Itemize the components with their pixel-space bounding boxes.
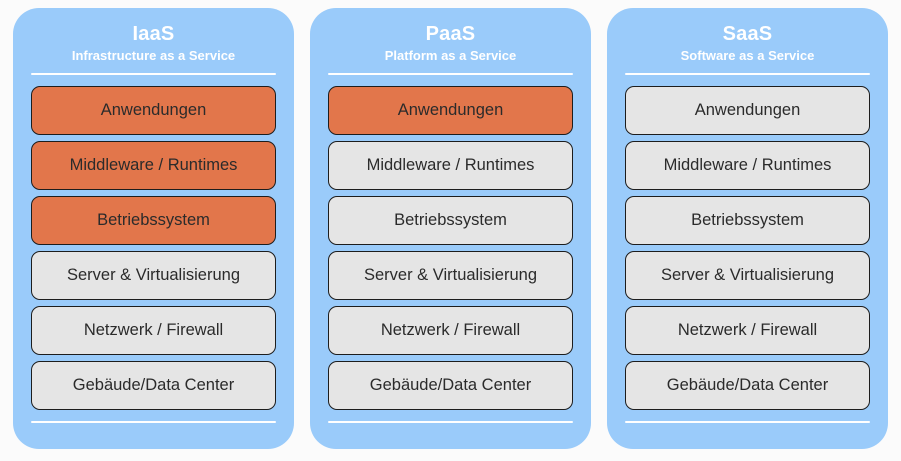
card-title-paas: PaaS [425,23,476,45]
layer-row[interactable]: Anwendungen [31,86,276,135]
layer-row[interactable]: Anwendungen [328,86,573,135]
footer-divider-iaas [31,421,276,423]
layer-stack-saas: Anwendungen Middleware / Runtimes Betrie… [625,86,870,410]
card-subtitle-saas: Software as a Service [680,48,815,63]
service-model-card-saas: SaaS Software as a Service Anwendungen M… [607,8,888,449]
layer-row[interactable]: Gebäude/Data Center [328,361,573,410]
layer-row[interactable]: Gebäude/Data Center [625,361,870,410]
card-subtitle-paas: Platform as a Service [384,48,517,63]
layer-row[interactable]: Netzwerk / Firewall [625,306,870,355]
card-subtitle-iaas: Infrastructure as a Service [71,48,236,63]
layer-row[interactable]: Middleware / Runtimes [625,141,870,190]
layer-row[interactable]: Server & Virtualisierung [31,251,276,300]
header-divider-paas [328,73,573,75]
card-header-iaas: IaaS Infrastructure as a Service [31,22,276,69]
card-header-paas: PaaS Platform as a Service [328,22,573,69]
layer-row[interactable]: Betriebssystem [625,196,870,245]
layer-row[interactable]: Netzwerk / Firewall [31,306,276,355]
layer-stack-iaas: Anwendungen Middleware / Runtimes Betrie… [31,86,276,410]
card-header-saas: SaaS Software as a Service [625,22,870,69]
layer-row[interactable]: Server & Virtualisierung [625,251,870,300]
footer-divider-paas [328,421,573,423]
layer-row[interactable]: Middleware / Runtimes [31,141,276,190]
layer-row[interactable]: Betriebssystem [31,196,276,245]
header-divider-saas [625,73,870,75]
service-model-card-paas: PaaS Platform as a Service Anwendungen M… [310,8,591,449]
footer-divider-saas [625,421,870,423]
layer-row[interactable]: Middleware / Runtimes [328,141,573,190]
card-title-iaas: IaaS [132,23,175,45]
layer-row[interactable]: Netzwerk / Firewall [328,306,573,355]
layer-row[interactable]: Anwendungen [625,86,870,135]
layer-stack-paas: Anwendungen Middleware / Runtimes Betrie… [328,86,573,410]
header-divider-iaas [31,73,276,75]
layer-row[interactable]: Server & Virtualisierung [328,251,573,300]
layer-row[interactable]: Betriebssystem [328,196,573,245]
service-model-card-iaas: IaaS Infrastructure as a Service Anwendu… [13,8,294,449]
card-title-saas: SaaS [722,23,773,45]
layer-row[interactable]: Gebäude/Data Center [31,361,276,410]
